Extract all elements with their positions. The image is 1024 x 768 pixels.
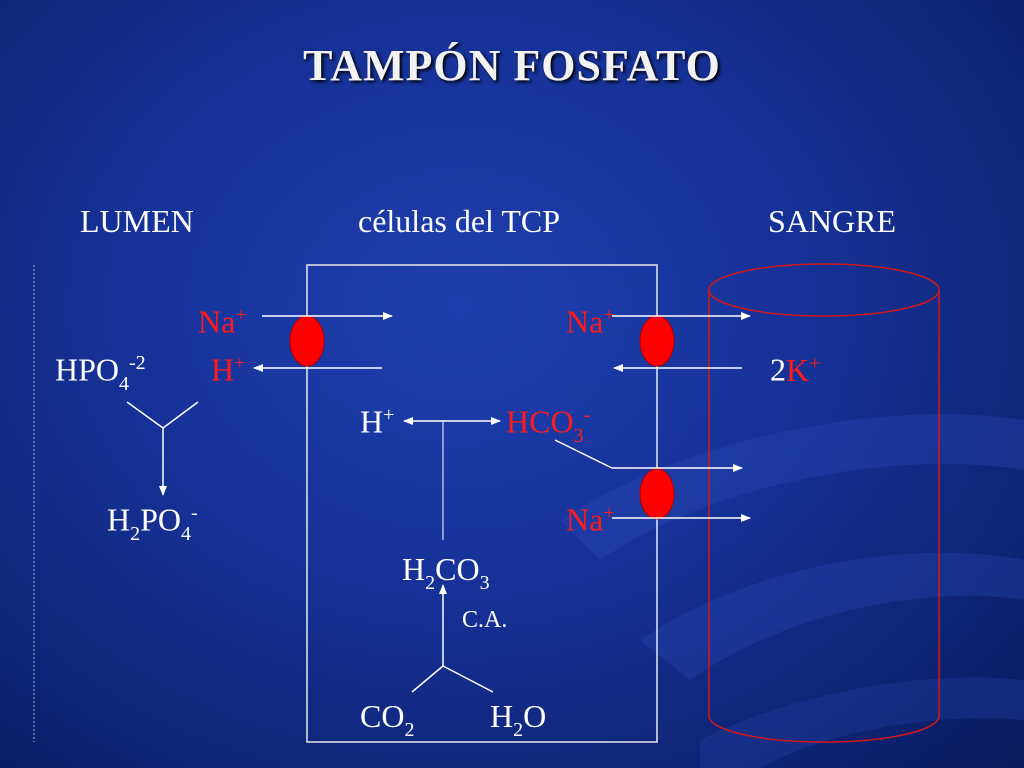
slide-title: TAMPÓN FOSFATO — [303, 41, 721, 90]
na-hco3-cotransporter-oval — [639, 468, 675, 520]
label-2k: 2K+ — [770, 351, 821, 388]
label-hpo4: HPO4-2 — [55, 351, 146, 396]
hco3-connector-line — [554, 439, 613, 469]
header-lumen: LUMEN — [80, 203, 194, 239]
label-na-lumen: Na+ — [198, 303, 247, 340]
label-na-cell-top: Na+ — [566, 303, 615, 340]
apical-transporter-oval — [289, 315, 325, 367]
label-h2co3: H2CO3 — [402, 551, 490, 595]
label-hco3: HCO3- — [506, 403, 591, 448]
line-hpo4-join — [126, 401, 164, 429]
label-h2o: H2O — [490, 698, 547, 742]
line-co2-join — [411, 665, 444, 693]
label-h2po4: H2PO4- — [107, 501, 198, 546]
blood-vessel-cylinder — [708, 263, 940, 743]
label-h-cell: H+ — [360, 403, 395, 440]
line-h-join — [162, 401, 199, 429]
label-co2: CO2 — [360, 698, 415, 742]
na-k-pump-oval — [639, 315, 675, 367]
label-carbonic-anhydrase: C.A. — [462, 607, 508, 633]
label-na-cell-bottom: Na+ — [566, 501, 615, 538]
header-blood: SANGRE — [768, 203, 897, 239]
line-h2o-join — [442, 665, 494, 693]
label-h-lumen: H+ — [211, 351, 246, 388]
header-cells: células del TCP — [358, 203, 561, 239]
